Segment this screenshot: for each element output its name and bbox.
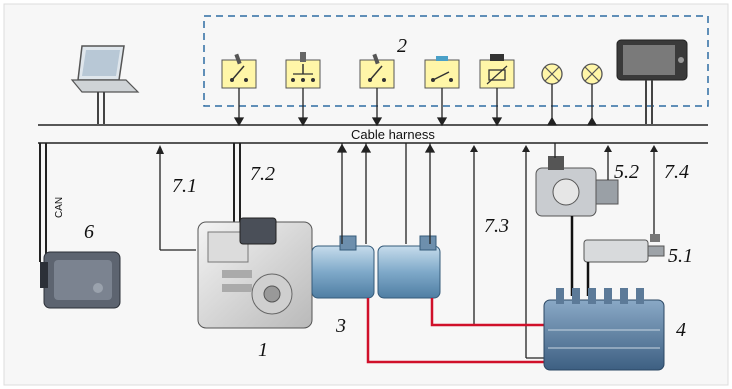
label-valve-block: 4 <box>676 319 686 341</box>
label-hydraulic-motor: 5.2 <box>614 161 639 183</box>
can-label: CAN <box>54 197 65 218</box>
label-engine: 1 <box>258 339 268 361</box>
valve-block <box>544 288 664 370</box>
label-link-7-3: 7.3 <box>484 215 509 237</box>
push-button-icon <box>425 56 459 88</box>
label-controls-group: 2 <box>397 35 407 57</box>
indicator-lamp-icon <box>542 64 562 84</box>
label-link-7-1: 7.1 <box>172 175 197 197</box>
label-controller: 6 <box>84 221 94 243</box>
engine-unit <box>198 218 312 328</box>
cable-harness-label: Cable harness <box>351 127 435 142</box>
ecu-controller-icon <box>40 252 120 308</box>
indicator-lamp-icon <box>582 64 602 84</box>
label-link-7-2: 7.2 <box>250 163 275 185</box>
label-link-7-4: 7.4 <box>664 161 689 183</box>
label-cylinder: 5.1 <box>668 245 693 267</box>
display-terminal-icon <box>617 40 687 80</box>
label-pumps: 3 <box>335 315 346 337</box>
